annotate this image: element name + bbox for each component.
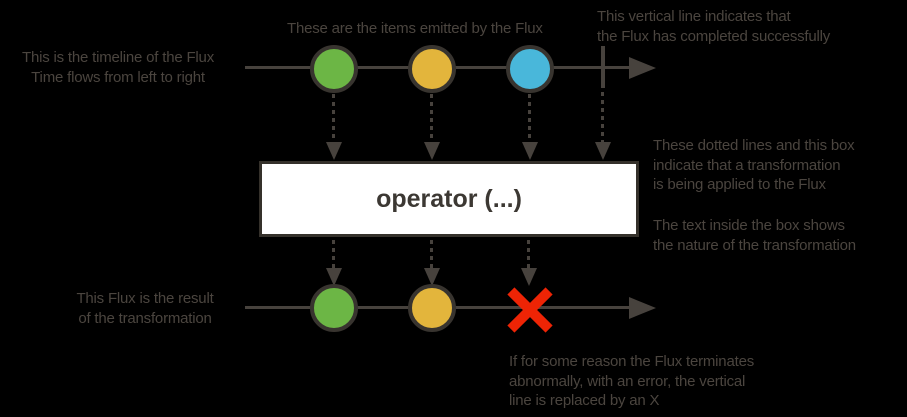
error-note: If for some reason the Flux terminates a… — [509, 353, 755, 409]
dashed-arrowhead-icon — [521, 268, 537, 286]
box-text-note: The text inside the box shows the nature… — [653, 217, 856, 254]
dashed-line — [332, 240, 335, 268]
operator-label: operator (...) — [376, 184, 522, 213]
operator-box: operator (...) — [259, 161, 639, 237]
result-note: This Flux is the result of the transform… — [76, 290, 214, 327]
timeline-note: This is the timeline of the Flux Time fl… — [21, 49, 214, 86]
dashed-line — [430, 240, 433, 268]
dashed-line — [528, 94, 531, 142]
source-marble-green — [310, 45, 358, 93]
source-timeline-arrowhead-icon — [629, 57, 656, 79]
dashed-arrowhead-icon — [326, 142, 342, 160]
dashed-line — [332, 94, 335, 142]
dashed-arrowhead-icon — [522, 142, 538, 160]
dashed-arrowhead-icon — [595, 142, 611, 160]
dashed-line — [430, 94, 433, 142]
complete-vertical-line — [601, 46, 605, 88]
source-marble-blue — [506, 45, 554, 93]
dashed-arrowhead-icon — [326, 268, 342, 286]
dashed-arrowhead-icon — [424, 268, 440, 286]
emitted-items-note: These are the items emitted by the Flux — [287, 20, 543, 37]
source-marble-yellow — [408, 45, 456, 93]
transformation-note: These dotted lines and this box indicate… — [653, 137, 855, 193]
error-x-icon — [507, 287, 553, 333]
dashed-arrowhead-icon — [424, 142, 440, 160]
dashed-line — [527, 240, 530, 268]
result-timeline-arrowhead-icon — [629, 297, 656, 319]
result-marble-yellow — [408, 284, 456, 332]
dashed-line — [601, 92, 604, 142]
complete-note: This vertical line indicates that the Fl… — [597, 8, 831, 45]
result-marble-green — [310, 284, 358, 332]
